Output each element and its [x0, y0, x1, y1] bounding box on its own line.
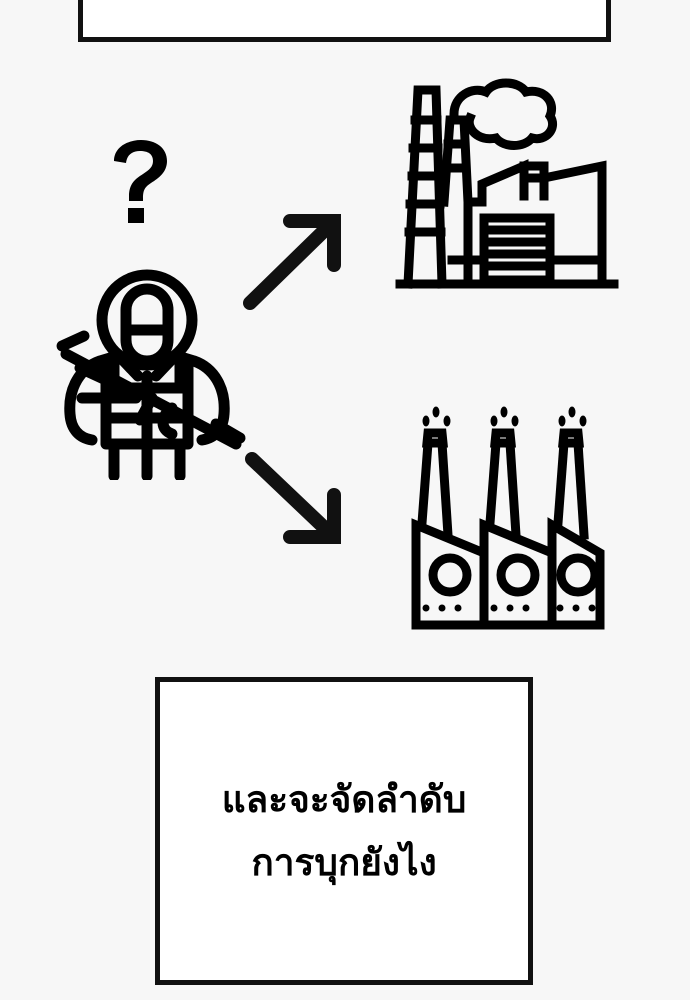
caption-box-bottom: และจะจัดลำดับ การบุกยังไง: [155, 677, 533, 985]
arrow-up-right-icon: [238, 205, 350, 315]
question-mark-icon: [104, 138, 176, 223]
caption-bottom-line-1: และจะจัดลำดับ: [221, 777, 467, 821]
caption-box-top: [78, 0, 611, 42]
caption-bottom-line-2: การบุกยังไง: [251, 841, 437, 884]
factory-with-smoke-icon: [392, 78, 622, 298]
arrow-down-right-icon: [238, 445, 350, 550]
soldier-icon: [40, 248, 250, 480]
three-factories-icon: [396, 395, 616, 635]
